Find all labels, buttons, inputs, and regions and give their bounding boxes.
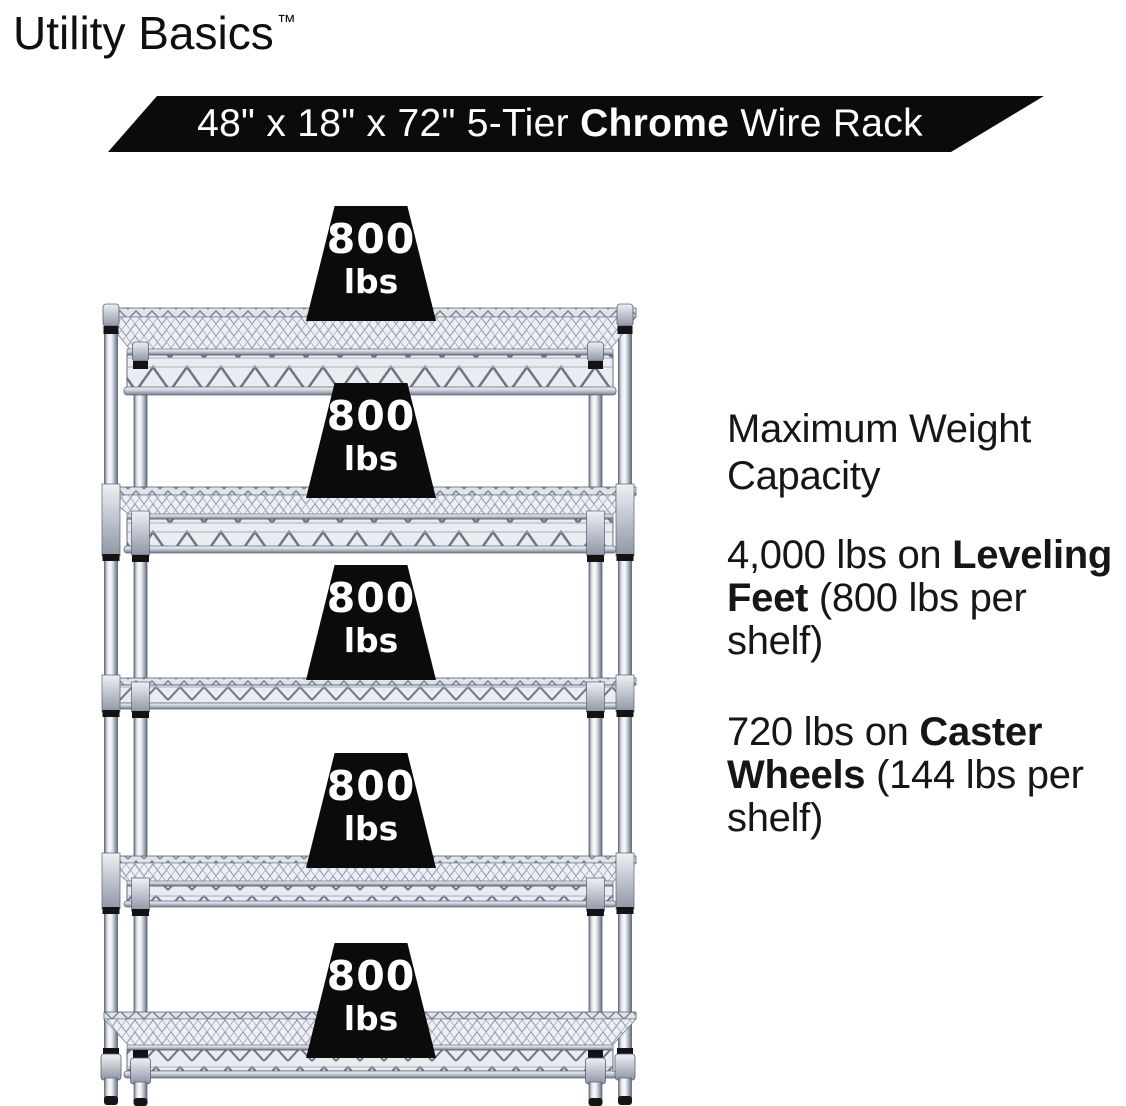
product-title-banner: 48" x 18" x 72" 5-Tier Chrome Wire Rack bbox=[108, 96, 1044, 152]
shelf-junction-collars bbox=[101, 483, 635, 916]
heading-line: Maximum Weight bbox=[727, 407, 1032, 451]
weight-unit: lbs bbox=[343, 809, 399, 848]
heading-line: Capacity bbox=[727, 454, 881, 498]
leveling-feet-capacity: 4,000 lbs on Leveling Feet (800 lbs per … bbox=[727, 534, 1126, 663]
weight-value: 800 bbox=[326, 392, 416, 440]
brand-name: Utility Basics bbox=[13, 7, 274, 59]
shelf-3 bbox=[103, 677, 637, 710]
weight-value: 800 bbox=[326, 215, 416, 263]
weight-unit: lbs bbox=[343, 262, 399, 301]
weight-unit: lbs bbox=[343, 999, 399, 1038]
weight-unit: lbs bbox=[343, 621, 399, 660]
capacity-line: 720 lbs on Caster bbox=[727, 710, 1043, 754]
product-title: 48" x 18" x 72" 5-Tier Chrome Wire Rack bbox=[162, 96, 958, 152]
trademark-symbol: ™ bbox=[276, 12, 296, 33]
capacity-line: 4,000 lbs on Leveling bbox=[727, 533, 1113, 577]
title-suffix: Wire Rack bbox=[729, 102, 923, 145]
weight-value: 800 bbox=[326, 574, 416, 622]
capacity-line: shelf) bbox=[727, 619, 824, 663]
caster-wheels-capacity: 720 lbs on Caster Wheels (144 lbs per sh… bbox=[727, 711, 1126, 840]
title-dimensions: 48" x 18" x 72" 5-Tier bbox=[197, 102, 581, 145]
title-material: Chrome bbox=[580, 102, 730, 145]
post-caps bbox=[102, 303, 634, 369]
capacity-info-panel: Maximum Weight Capacity 4,000 lbs on Lev… bbox=[727, 406, 1126, 840]
capacity-heading: Maximum Weight Capacity bbox=[727, 406, 1126, 500]
weight-unit: lbs bbox=[343, 439, 399, 478]
leveling-feet bbox=[100, 1048, 636, 1106]
capacity-line: Wheels (144 lbs per bbox=[727, 753, 1084, 797]
weight-value: 800 bbox=[326, 952, 416, 1000]
capacity-line: shelf) bbox=[727, 796, 824, 840]
capacity-line: Feet (800 lbs per bbox=[727, 576, 1027, 620]
shelf-1 bbox=[103, 307, 637, 396]
weight-value: 800 bbox=[326, 762, 416, 810]
